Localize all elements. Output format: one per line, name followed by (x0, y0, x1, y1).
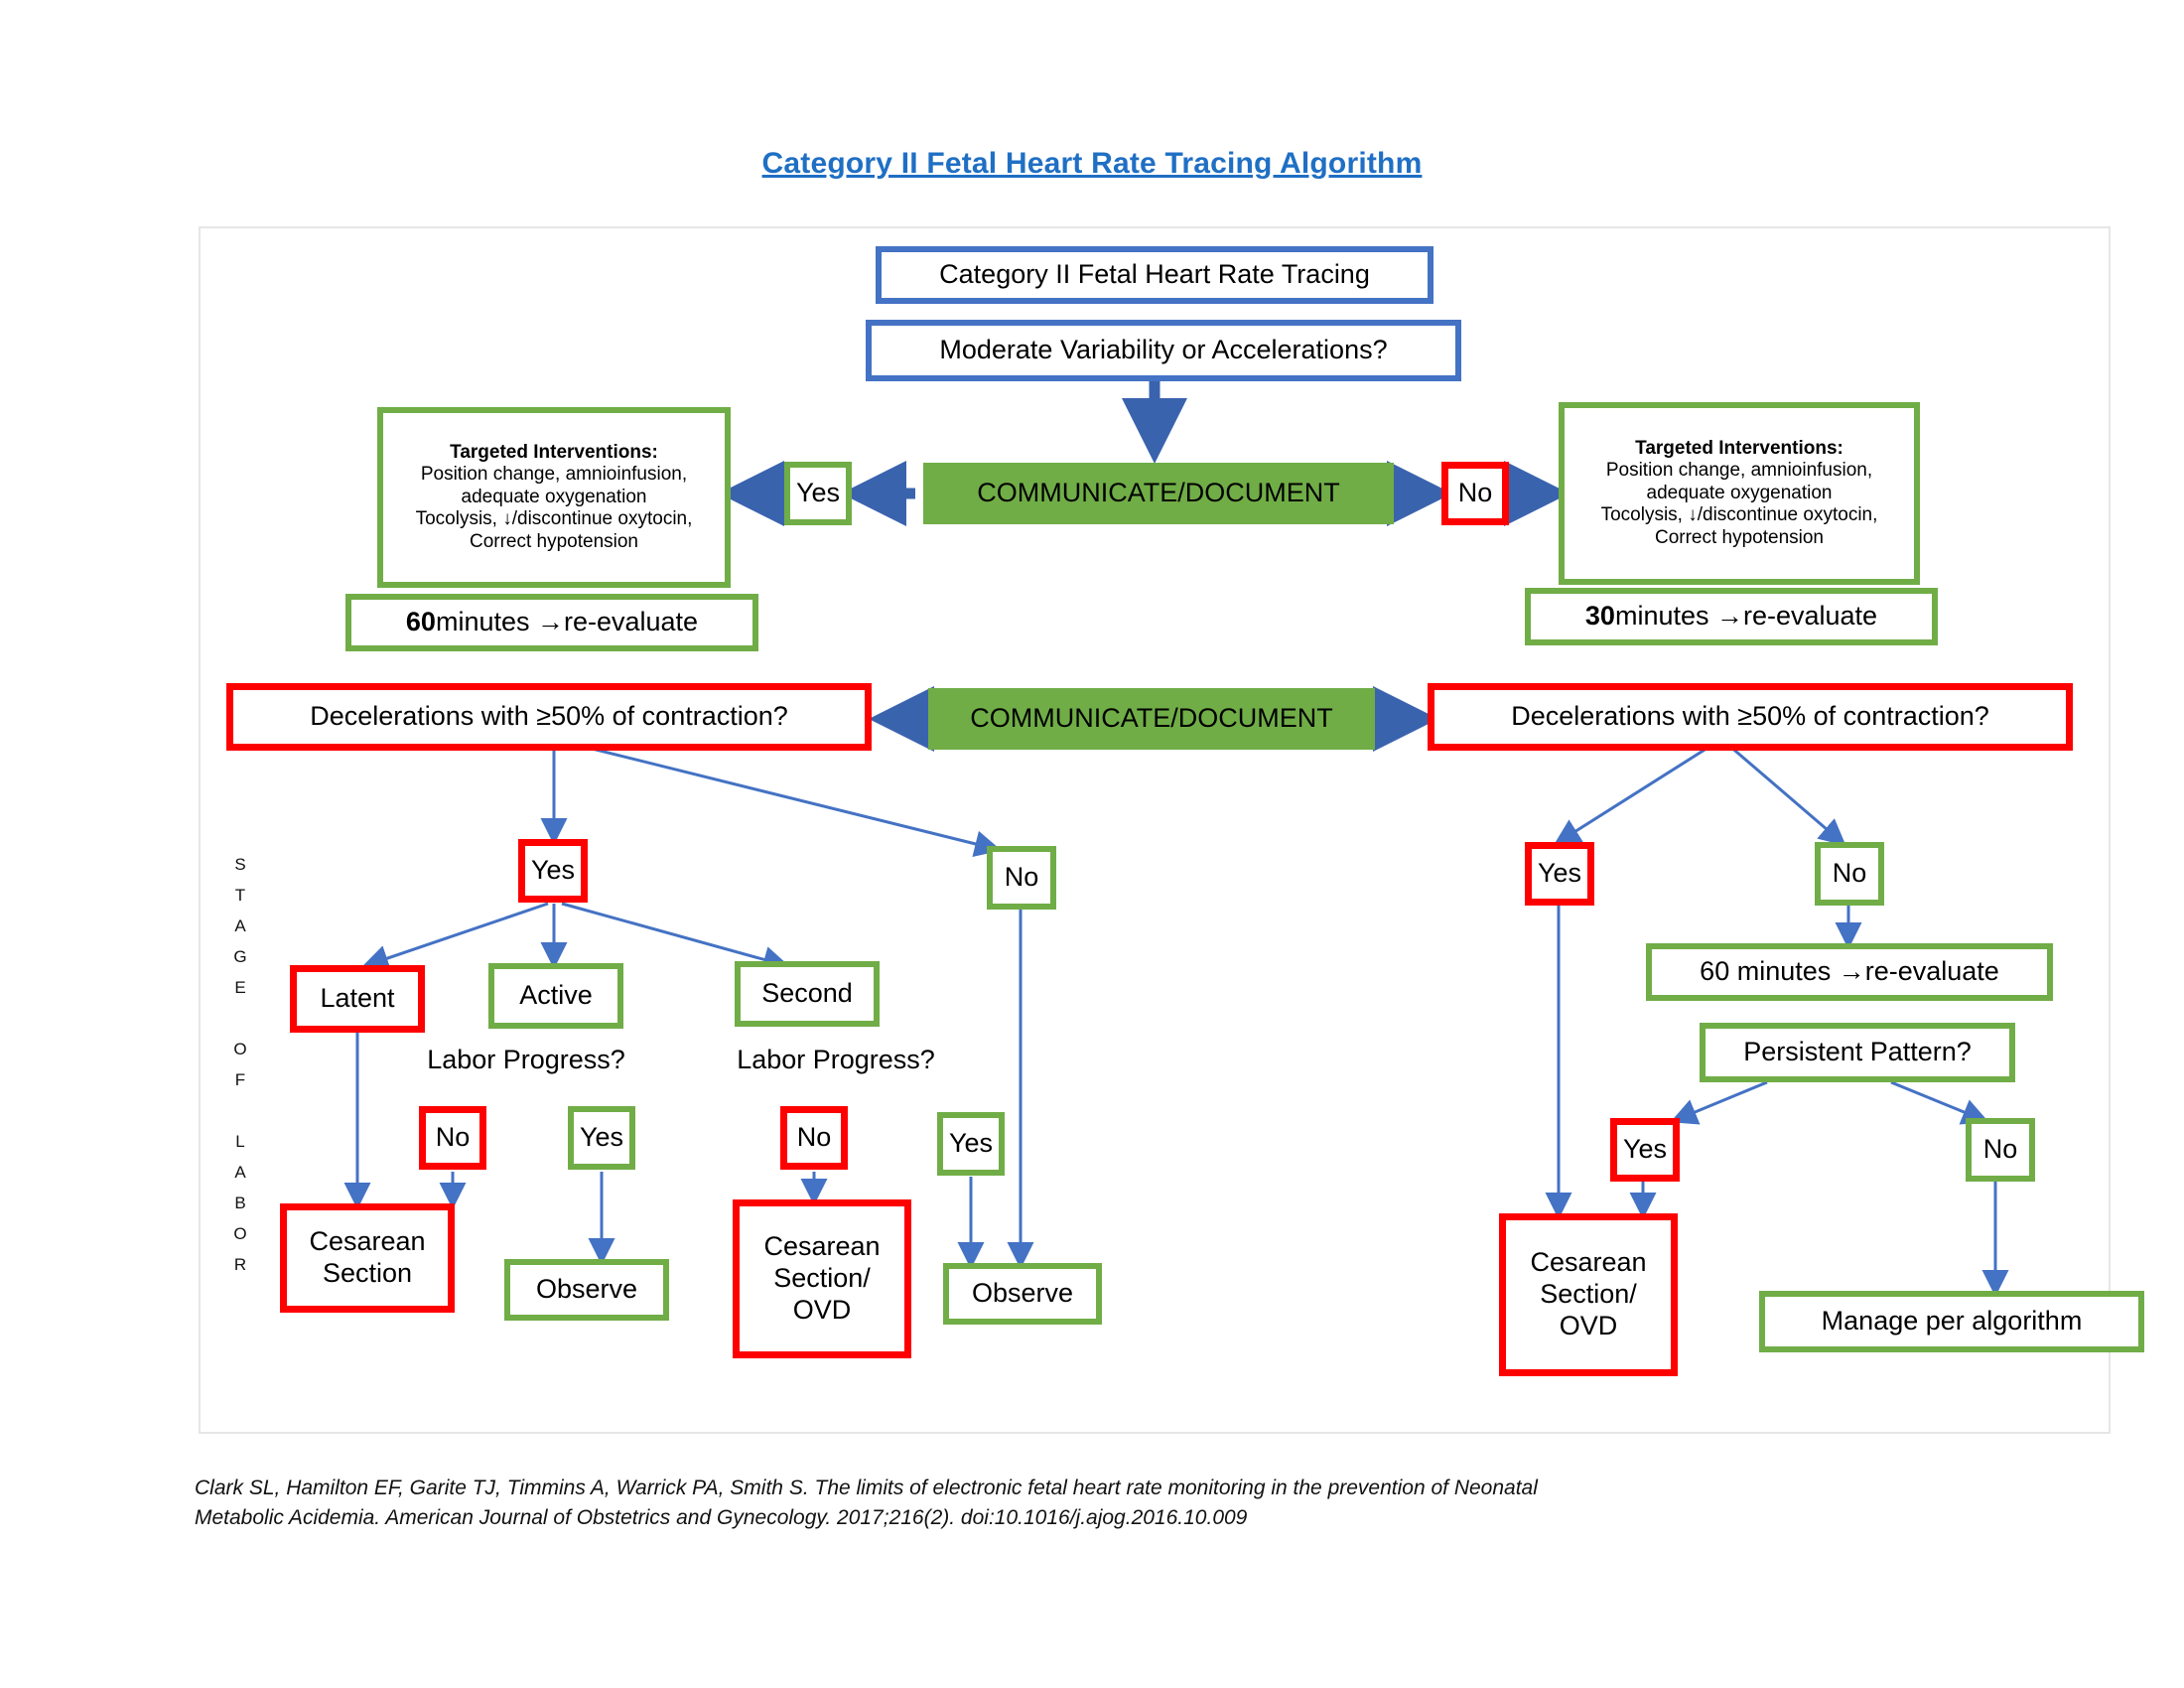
stage-of-labor-letter: O (233, 1224, 247, 1243)
node-reevaluate-left: 60 minutes →re-evaluate (345, 594, 758, 651)
citation-line-2: Metabolic Acidemia. American Journal of … (195, 1506, 1248, 1530)
stage-of-labor-letter: O (233, 1040, 247, 1058)
node-left-yes: Yes (518, 839, 588, 903)
interventions-line4-left: Correct hypotension (469, 530, 639, 552)
stage-of-labor-letter: L (235, 1132, 245, 1151)
cesarean-ovd-left-line1: Cesarean (763, 1231, 881, 1262)
stage-of-labor-letter: S (234, 855, 246, 874)
interventions-line4-right: Correct hypotension (1654, 526, 1825, 548)
interventions-line2-right: adequate oxygenation (1646, 482, 1833, 503)
node-observe-1: Observe (504, 1259, 669, 1321)
node-lp2-yes: Yes (937, 1112, 1005, 1176)
node-manage-per-algorithm: Manage per algorithm (1759, 1291, 2144, 1352)
page-title: Category II Fetal Heart Rate Tracing Alg… (761, 147, 1423, 180)
node-root-question: Moderate Variability or Accelerations? (866, 320, 1461, 381)
stage-of-labor-letter: E (234, 978, 246, 997)
cesarean-ovd-left-line3: OVD (792, 1294, 852, 1325)
node-lp1-yes: Yes (568, 1106, 635, 1170)
stage-of-labor-letter: A (234, 1163, 246, 1182)
interventions-line3-right: Tocolysis, ↓/discontinue oxytocin, (1600, 504, 1878, 526)
stage-of-labor-letter: F (234, 1070, 246, 1089)
interventions-line2-left: adequate oxygenation (461, 486, 647, 507)
stage-of-labor-letter (226, 1010, 254, 1041)
node-no-moderate-variability: No (1441, 462, 1509, 525)
interventions-line3-left: Tocolysis, ↓/discontinue oxytocin, (415, 508, 693, 530)
stage-of-labor-letter: A (234, 916, 246, 935)
cesarean-section-line2: Section (322, 1258, 413, 1288)
node-communicate-document-2: COMMUNICATE/DOCUMENT (928, 688, 1375, 750)
node-observe-2: Observe (943, 1263, 1102, 1325)
stage-of-labor-letter: R (233, 1255, 247, 1274)
node-active: Active (488, 963, 623, 1029)
reevaluate-left-minutes: 60 (405, 607, 436, 637)
reevaluate-right-minutes: 30 (1584, 601, 1615, 632)
node-reevaluate-right: 30 minutes →re-evaluate (1525, 588, 1938, 645)
node-second: Second (735, 961, 880, 1027)
node-communicate-document-1: COMMUNICATE/DOCUMENT (923, 463, 1394, 524)
node-decelerations-left: Decelerations with ≥50% of contraction? (226, 683, 872, 751)
node-decelerations-right: Decelerations with ≥50% of contraction? (1428, 683, 2073, 751)
citation-line-1: Clark SL, Hamilton EF, Garite TJ, Timmin… (195, 1477, 1538, 1499)
node-persistent-pattern: Persistent Pattern? (1700, 1023, 2015, 1082)
node-root: Category II Fetal Heart Rate Tracing (876, 246, 1433, 304)
reevaluate-left-text: minutes →re-evaluate (435, 607, 699, 637)
cesarean-ovd-left-line2: Section/ (773, 1263, 871, 1294)
node-targeted-interventions-left: Targeted Interventions: Position change,… (377, 407, 731, 588)
cesarean-ovd-right-line2: Section/ (1540, 1279, 1637, 1310)
stage-of-labor-letter: B (234, 1194, 246, 1212)
reevaluate-right-text: minutes →re-evaluate (1614, 601, 1878, 632)
interventions-line1-left: Position change, amnioinfusion, (420, 464, 688, 486)
cesarean-section-line1: Cesarean (309, 1226, 426, 1257)
node-latent: Latent (290, 965, 425, 1033)
interventions-line1-right: Position change, amnioinfusion, (1605, 460, 1873, 482)
node-cesarean-ovd-left: Cesarean Section/ OVD (733, 1199, 911, 1358)
node-right-yes: Yes (1525, 842, 1594, 906)
stage-of-labor-letter: T (234, 886, 246, 905)
cesarean-ovd-right-line3: OVD (1559, 1310, 1618, 1340)
label-labor-progress-2: Labor Progress? (737, 1045, 935, 1075)
node-pp-yes: Yes (1610, 1118, 1680, 1182)
node-pp-no: No (1966, 1118, 2035, 1182)
node-right-60-minutes: 60 minutes →re-evaluate (1646, 943, 2053, 1001)
citation: Clark SL, Hamilton EF, Garite TJ, Timmin… (195, 1474, 1981, 1534)
node-left-no: No (987, 846, 1056, 910)
interventions-heading-right: Targeted Interventions: (1635, 437, 1843, 459)
node-yes-moderate-variability: Yes (784, 462, 852, 525)
node-right-no: No (1815, 842, 1884, 906)
cesarean-ovd-right-line1: Cesarean (1530, 1247, 1647, 1278)
node-lp2-no: No (780, 1106, 848, 1170)
node-targeted-interventions-right: Targeted Interventions: Position change,… (1559, 402, 1920, 585)
stage-of-labor-letter: G (233, 947, 247, 966)
node-cesarean-ovd-right: Cesarean Section/ OVD (1499, 1213, 1678, 1376)
node-lp1-no: No (419, 1106, 486, 1170)
label-labor-progress-1: Labor Progress? (427, 1045, 625, 1075)
interventions-heading-left: Targeted Interventions: (450, 441, 658, 463)
node-cesarean-section: Cesarean Section (280, 1203, 455, 1313)
stage-of-labor-letter (226, 1102, 254, 1133)
